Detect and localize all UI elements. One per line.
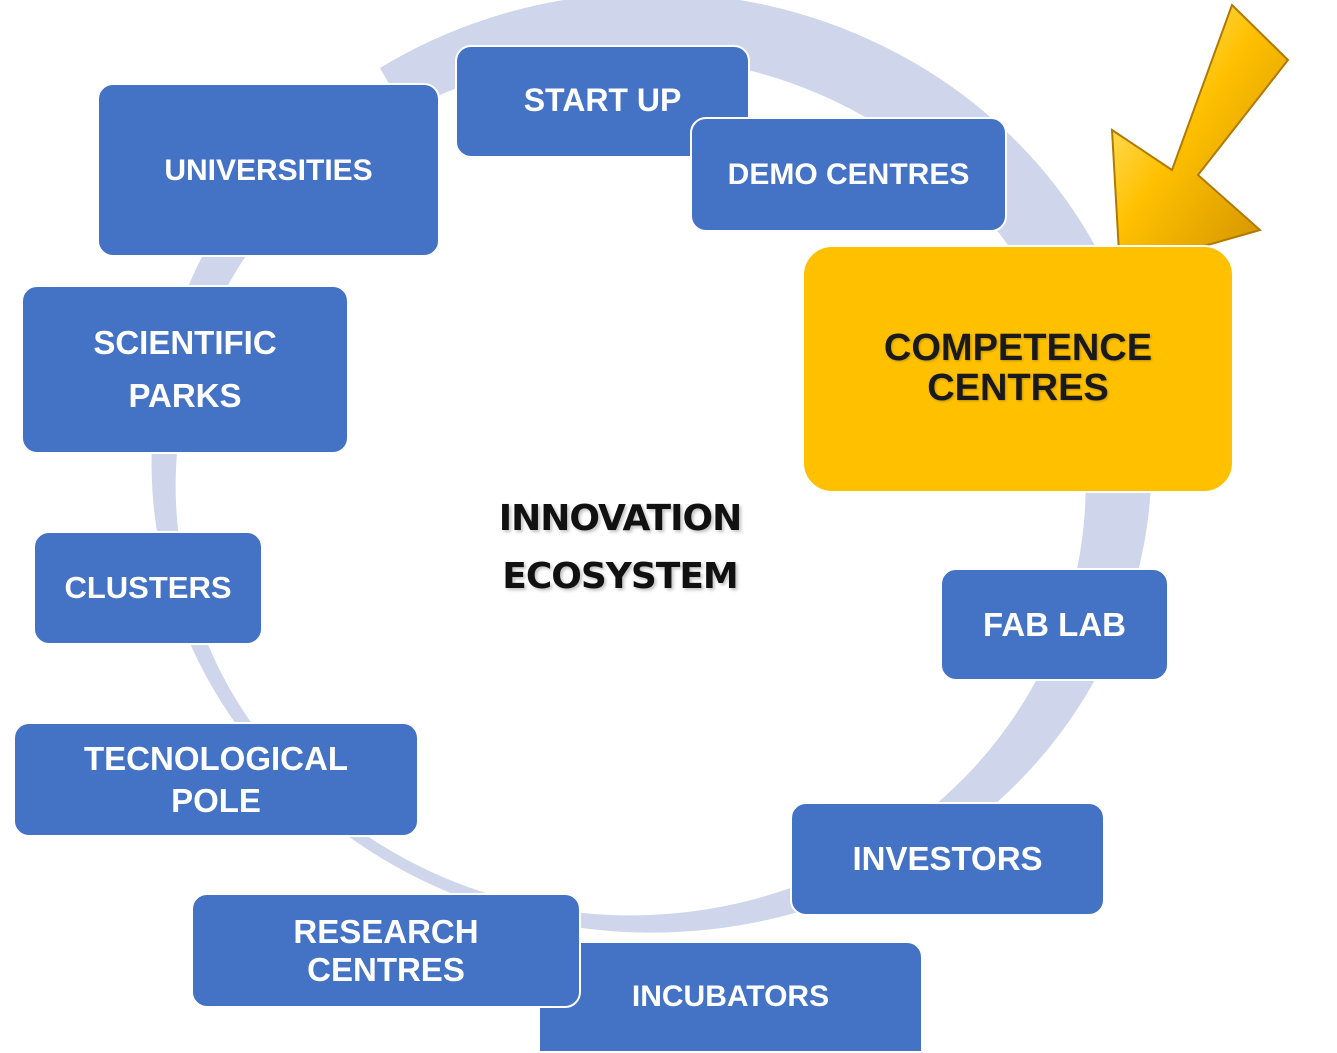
node-demo-centres: DEMO CENTRES bbox=[690, 117, 1007, 232]
node-investors: INVESTORS bbox=[790, 802, 1105, 916]
node-incubators: INCUBATORS bbox=[538, 941, 923, 1053]
center-title: INNOVATION ECOSYSTEM bbox=[498, 498, 742, 597]
node-tecnological-pole: TECNOLOGICAL POLE bbox=[13, 722, 419, 837]
pointer-arrow-icon bbox=[1110, 3, 1290, 272]
node-fab-lab: FAB LAB bbox=[940, 568, 1169, 681]
node-scientific-parks: SCIENTIFIC PARKS bbox=[21, 285, 349, 454]
node-clusters: CLUSTERS bbox=[33, 531, 263, 645]
node-start-up: START UP bbox=[455, 45, 750, 158]
node-competence-centres: COMPETENCE CENTRES bbox=[802, 245, 1234, 493]
node-universities: UNIVERSITIES bbox=[97, 83, 440, 257]
node-research-centres: RESEARCH CENTRES bbox=[191, 893, 581, 1008]
arrow-shape bbox=[1110, 3, 1290, 272]
